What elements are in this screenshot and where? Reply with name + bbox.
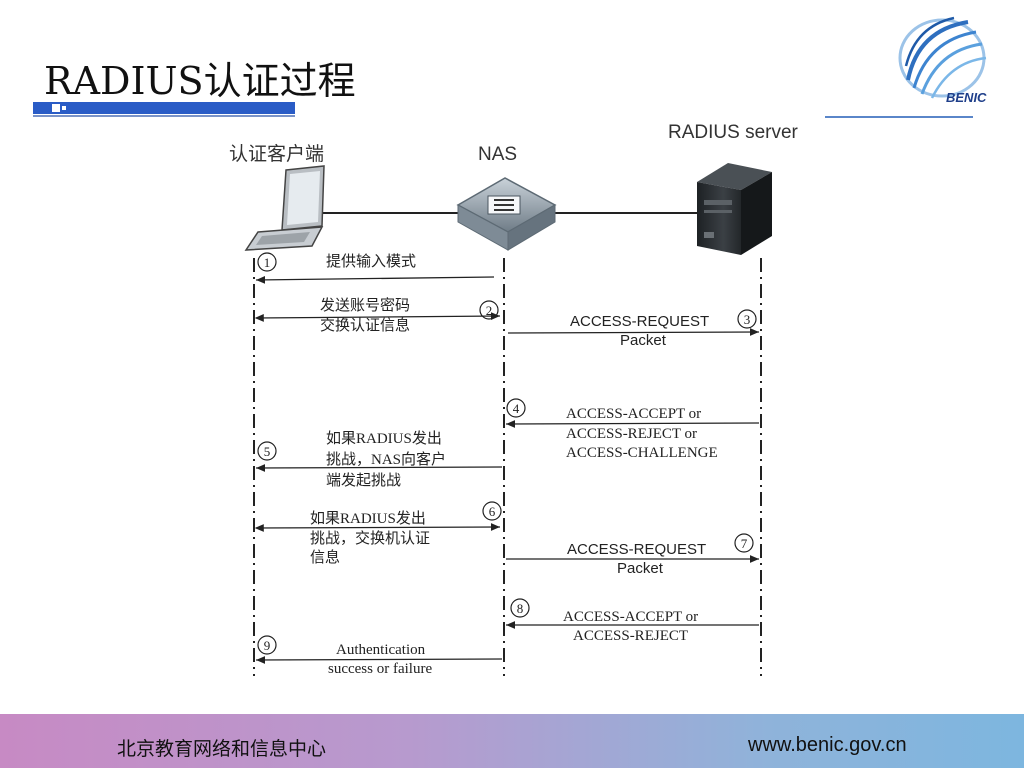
step-6-number: 6	[489, 504, 496, 519]
step-8-text-line1: ACCESS-ACCEPT or	[563, 609, 698, 625]
radius-sequence-diagram: 认证客户端 NAS RADIUS server 1 提供输入模式	[229, 122, 799, 677]
nas-label: NAS	[478, 144, 517, 165]
step-1-text: 提供输入模式	[326, 253, 416, 270]
step-5-text-line3: 端发起挑战	[326, 472, 401, 489]
step-4-text-line2: ACCESS-REJECT or	[566, 426, 697, 442]
step-2: 发送账号密码 交换认证信息 2	[254, 297, 501, 334]
step-9-number: 9	[264, 638, 271, 653]
step-2-text-line2: 交换认证信息	[320, 316, 410, 334]
step-3-text-line2: Packet	[620, 332, 667, 349]
logo-underline	[825, 116, 973, 118]
title-underline	[33, 115, 295, 117]
client-label: 认证客户端	[229, 143, 324, 165]
step-5: 如果RADIUS发出 挑战，NAS向客户 5 端发起挑战	[255, 430, 503, 489]
step-9: 9 Authentication success or failure	[255, 635, 503, 677]
step-6-text-line1: 如果RADIUS发出	[310, 510, 426, 527]
step-9-text-line2: success or failure	[328, 661, 432, 677]
step-8-number: 8	[517, 601, 524, 616]
step-4-text-line1: ACCESS-ACCEPT or	[566, 406, 701, 422]
step-7-text-line1: ACCESS-REQUEST	[567, 541, 706, 558]
step-7-number: 7	[741, 536, 748, 551]
step-5-text-line1: 如果RADIUS发出	[326, 430, 442, 447]
step-2-arrow	[254, 312, 501, 322]
step-1-number: 1	[264, 255, 271, 270]
nas-switch-icon	[456, 177, 557, 251]
step-9-arrow	[255, 656, 503, 664]
step-3-text-line1: ACCESS-REQUEST	[570, 313, 709, 330]
title-accent-bar	[33, 102, 295, 114]
footer-bar: 北京教育网络和信息中心 www.benic.gov.cn	[0, 714, 1024, 768]
page-title: RADIUS认证过程	[44, 59, 356, 103]
radius-server-icon	[697, 163, 772, 255]
step-7-text-line2: Packet	[617, 560, 664, 577]
step-6-text-line3: 信息	[310, 549, 340, 566]
footer-url: www.benic.gov.cn	[748, 734, 907, 756]
step-3: ACCESS-REQUEST Packet 3	[507, 309, 760, 349]
step-1: 1 提供输入模式	[255, 252, 495, 284]
footer-org: 北京教育网络和信息中心	[117, 738, 327, 760]
step-4-arrow	[505, 420, 760, 428]
server-label: RADIUS server	[668, 122, 799, 143]
step-4: 4 ACCESS-ACCEPT or ACCESS-REJECT or ACCE…	[505, 398, 760, 461]
title-bar-mark-small	[62, 106, 66, 110]
step-5-text-line2: 挑战，NAS向客户	[326, 451, 446, 468]
step-5-arrow	[255, 464, 503, 472]
logo-text: BENIC	[946, 90, 987, 105]
title-bar-mark	[52, 104, 60, 112]
step-6: 如果RADIUS发出 6 挑战，交换机认证 信息	[254, 501, 502, 566]
step-8-text-line2: ACCESS-REJECT	[573, 628, 688, 644]
step-6-text-line2: 挑战，交换机认证	[310, 529, 430, 547]
laptop-icon	[244, 165, 325, 251]
step-3-number: 3	[744, 312, 751, 327]
step-6-arrow	[254, 523, 501, 532]
step-9-text-line1: Authentication	[336, 642, 426, 658]
step-7: ACCESS-REQUEST 7 Packet	[506, 533, 759, 577]
step-1-arrow	[255, 275, 495, 284]
step-4-number: 4	[513, 401, 520, 416]
benic-logo: BENIC	[898, 16, 987, 105]
step-2-number: 2	[486, 303, 493, 318]
step-5-number: 5	[264, 444, 271, 459]
step-3-arrow	[507, 328, 760, 336]
step-4-text-line3: ACCESS-CHALLENGE	[566, 445, 718, 461]
step-8: 8 ACCESS-ACCEPT or ACCESS-REJECT	[506, 598, 759, 644]
step-2-text-line1: 发送账号密码	[320, 297, 410, 314]
